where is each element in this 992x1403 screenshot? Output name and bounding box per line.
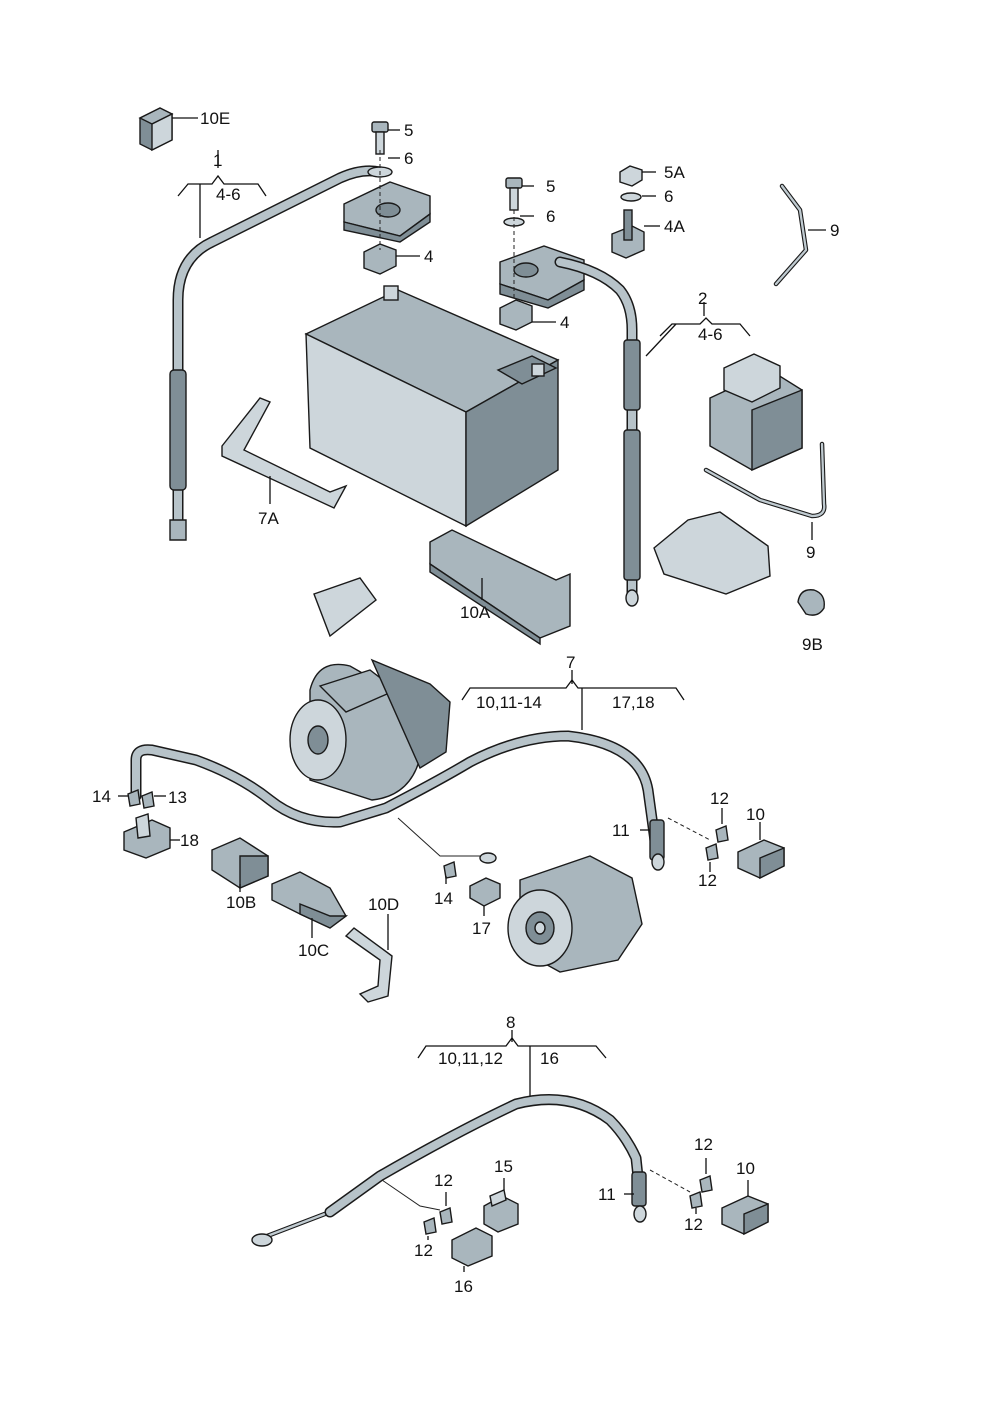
part-17-connector xyxy=(469,877,501,916)
label-10C: 10C xyxy=(298,941,329,960)
bracket-2 xyxy=(645,302,751,357)
label-11-bottom: 11 xyxy=(598,1185,616,1204)
part-12-16-15-group xyxy=(423,1178,519,1272)
label-12-bottom-b: 12 xyxy=(414,1241,433,1260)
part-11-12-10-group-top xyxy=(640,808,785,880)
label-10B: 10B xyxy=(226,893,256,912)
label-13: 13 xyxy=(168,788,187,807)
part-nut-washer-bolt-4A xyxy=(611,165,660,259)
label-7A: 7A xyxy=(258,509,279,528)
label-4-left: 4 xyxy=(424,247,433,266)
part-1-battery-cable xyxy=(169,165,386,541)
part-starter-motor xyxy=(289,577,451,801)
part-2-battery-cable xyxy=(554,256,641,607)
label-17: 17 xyxy=(472,919,491,938)
label-12-top-a: 12 xyxy=(710,789,729,808)
part-7A-bracket xyxy=(221,397,348,509)
part-9-ground-strap-mid xyxy=(703,441,827,540)
label-7: 7 xyxy=(566,653,575,672)
part-8-alternator-cable xyxy=(251,1094,647,1247)
label-8: 8 xyxy=(506,1013,515,1032)
label-10E: 10E xyxy=(200,109,230,128)
label-10A: 10A xyxy=(460,603,491,622)
label-12-bottom-d: 12 xyxy=(684,1215,703,1234)
part-10C-fuse-holder xyxy=(271,871,349,938)
part-10B-connector xyxy=(211,837,269,892)
part-9B-clip xyxy=(797,589,825,616)
label-7-sub-left: 10,11-14 xyxy=(476,693,542,712)
part-10A-fuse-holder xyxy=(429,529,571,646)
part-10E-relay xyxy=(138,107,198,152)
label-12-bottom-a: 12 xyxy=(434,1171,453,1190)
label-6-right: 6 xyxy=(546,207,555,226)
part-9-ground-strap-top xyxy=(773,183,826,287)
label-10-bottom: 10 xyxy=(736,1159,755,1178)
part-14-contact-mid xyxy=(443,861,457,884)
part-battery-terminal-left xyxy=(343,121,431,275)
label-12-bottom-c: 12 xyxy=(694,1135,713,1154)
part-10D-bracket xyxy=(344,914,393,1003)
label-2-sub: 4-6 xyxy=(698,325,723,344)
bracket-1 xyxy=(177,150,267,238)
label-9B: 9B xyxy=(802,635,823,654)
label-11-top: 11 xyxy=(612,821,630,840)
bracket-8 xyxy=(417,1030,607,1096)
part-battery-terminal-right xyxy=(499,177,585,331)
part-alternator xyxy=(507,855,643,973)
label-7-sub-right: 17,18 xyxy=(612,693,655,712)
label-16: 16 xyxy=(454,1277,473,1296)
label-6-nut: 6 xyxy=(664,187,673,206)
label-5-left: 5 xyxy=(404,121,413,140)
label-8-sub-right: 16 xyxy=(540,1049,559,1068)
label-1-sub: 4-6 xyxy=(216,185,241,204)
label-18: 18 xyxy=(180,831,199,850)
label-5A: 5A xyxy=(664,163,685,182)
label-4A: 4A xyxy=(664,217,685,236)
label-10D: 10D xyxy=(368,895,399,914)
bracket-7 xyxy=(461,670,685,730)
label-5-right: 5 xyxy=(546,177,555,196)
label-12-top-b: 12 xyxy=(698,871,717,890)
label-4-right: 4 xyxy=(560,313,569,332)
label-14-mid: 14 xyxy=(434,889,453,908)
label-9-mid: 9 xyxy=(806,543,815,562)
part-7-starter-cable xyxy=(130,730,665,871)
label-15: 15 xyxy=(494,1157,513,1176)
label-2: 2 xyxy=(698,289,707,308)
part-14-13-contacts-left xyxy=(118,789,166,809)
label-10-top: 10 xyxy=(746,805,765,824)
part-11-12-10-group-bottom xyxy=(624,1158,769,1236)
label-1: 1 xyxy=(213,151,222,170)
label-9-top: 9 xyxy=(830,221,839,240)
part-ignition-coil xyxy=(709,353,803,472)
part-battery xyxy=(304,285,560,528)
part-18-connector xyxy=(123,813,180,859)
part-mount-bracket xyxy=(653,511,771,595)
label-6-left: 6 xyxy=(404,149,413,168)
label-14-left: 14 xyxy=(92,787,111,806)
label-8-sub-left: 10,11,12 xyxy=(438,1049,503,1068)
